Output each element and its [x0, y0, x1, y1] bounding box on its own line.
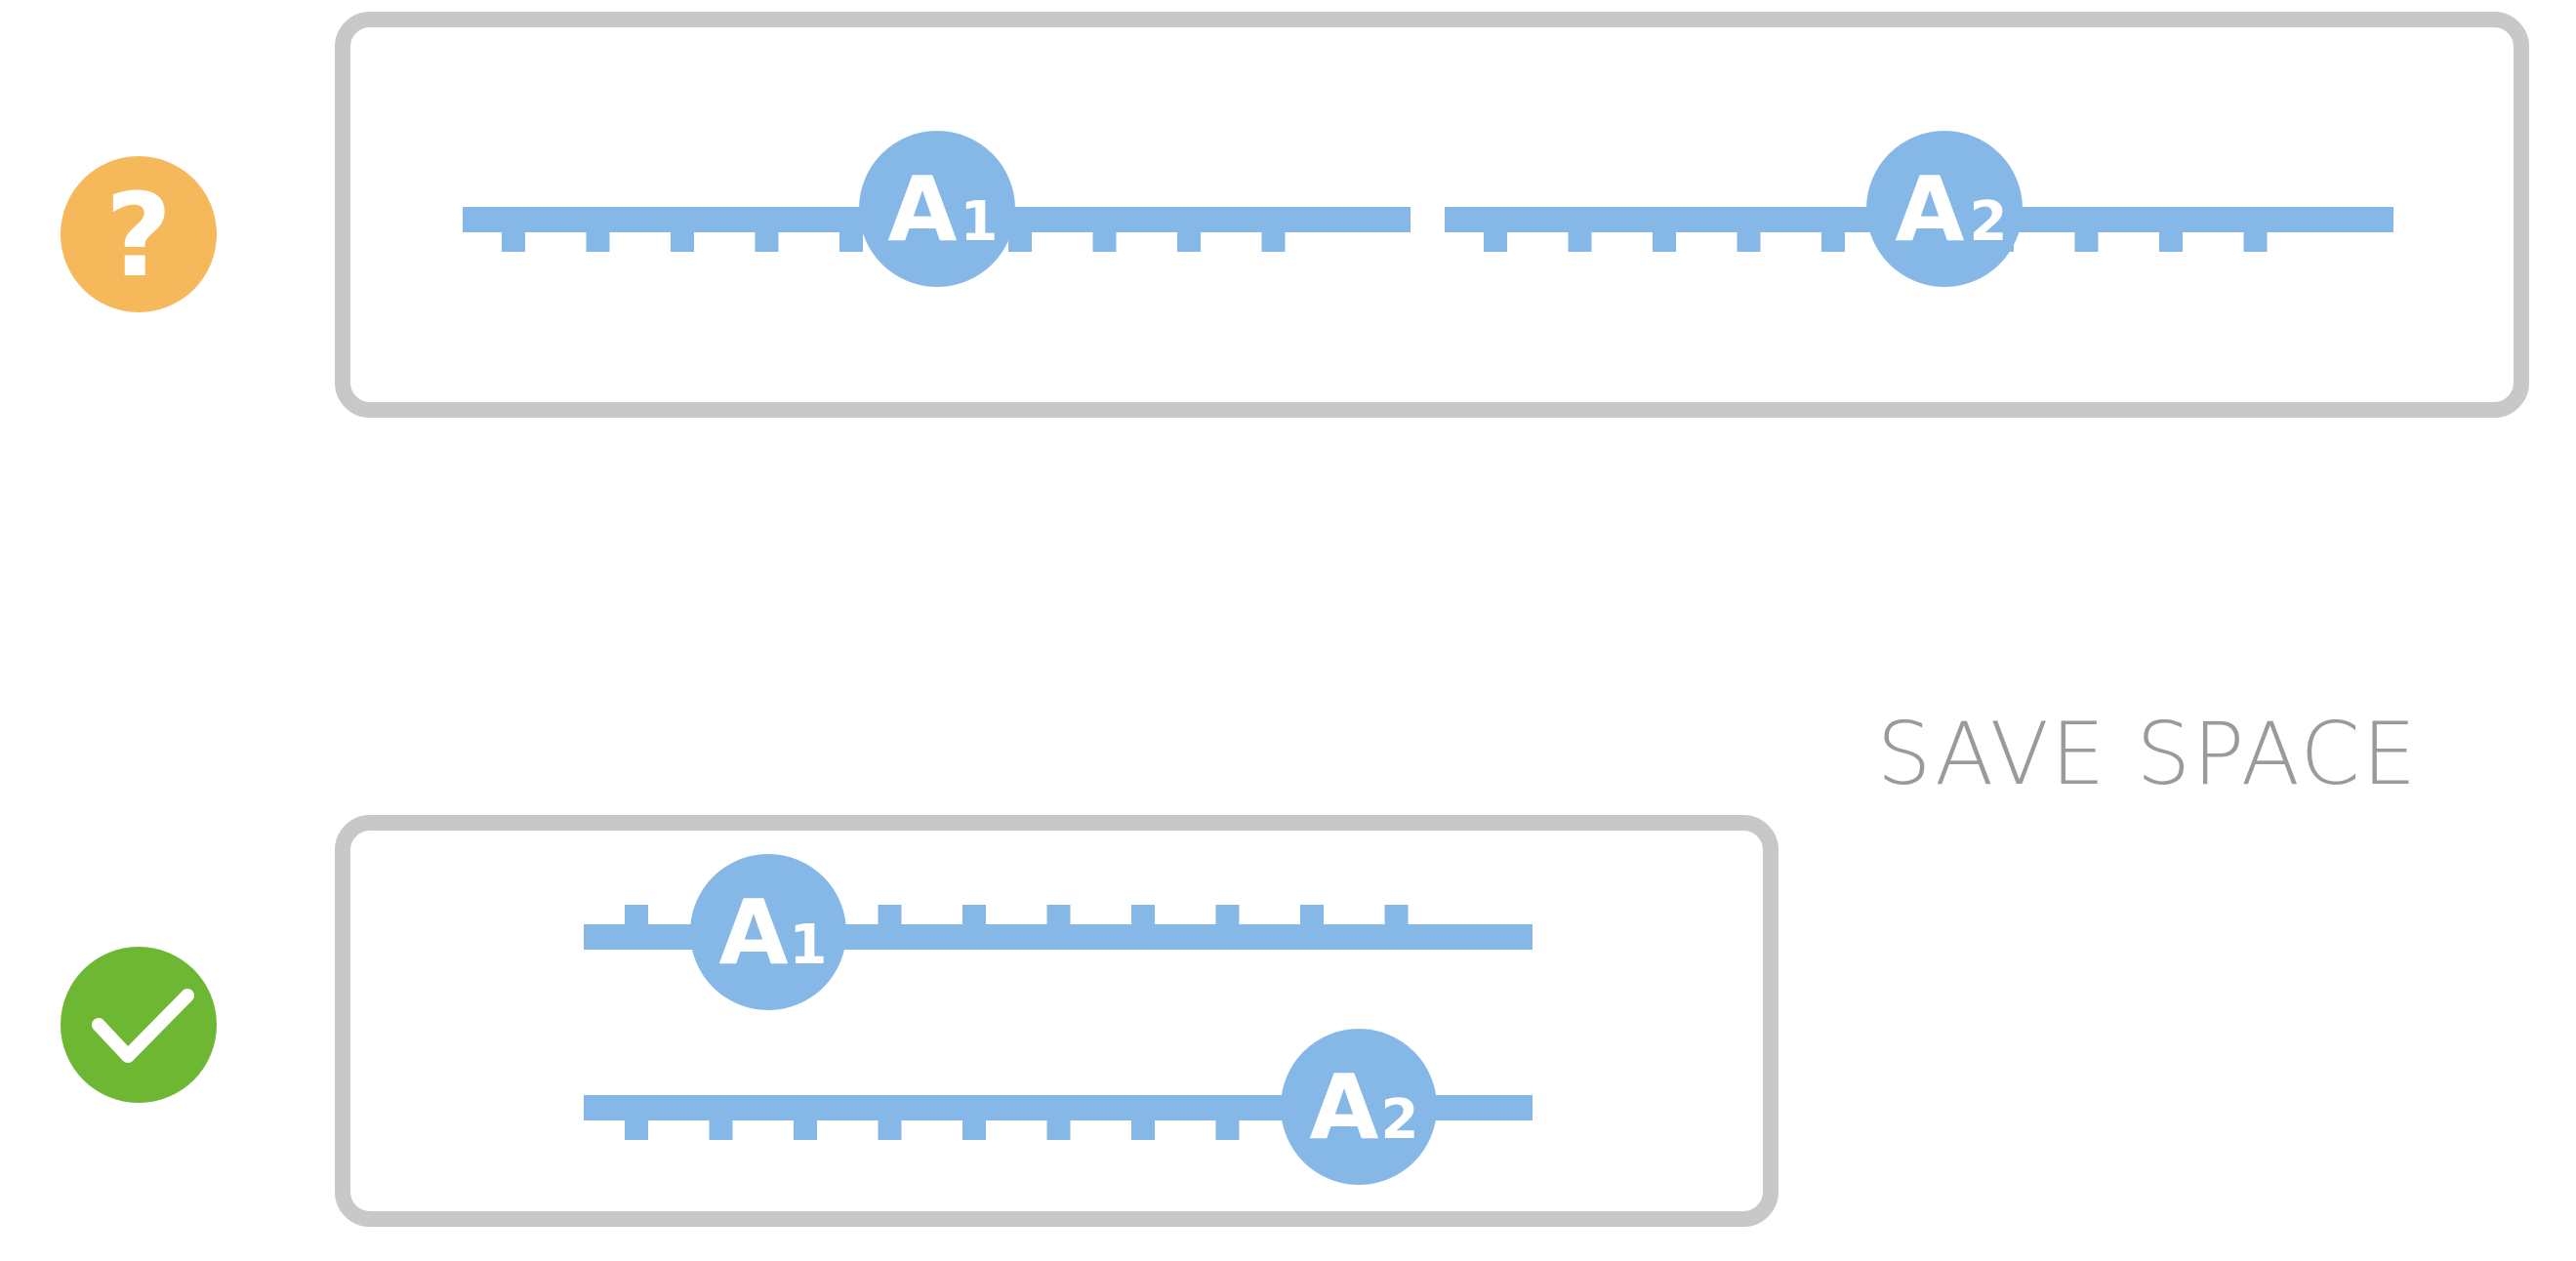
slider-thumb-subscript: 1	[790, 914, 828, 977]
slider-tick	[671, 232, 694, 252]
slider-a1-bottom: A 1	[584, 854, 1533, 1010]
slider-tick	[625, 1120, 648, 1140]
question-mark-icon: ?	[105, 168, 172, 303]
slider-tick	[625, 905, 648, 924]
slider-thumb-subscript: 2	[1970, 190, 2008, 254]
slider-a2-top: A 2	[1445, 131, 2393, 287]
slider-thumb-label: A	[887, 157, 957, 262]
slider-thumb-label: A	[718, 880, 788, 985]
slider-tick	[1384, 905, 1409, 924]
check-badge-circle	[61, 947, 217, 1103]
slider-ticks	[502, 232, 1286, 252]
slider-thumb: A 2	[1866, 131, 2023, 287]
slider-tick	[1568, 232, 1592, 252]
slider-thumb: A 1	[690, 854, 846, 1010]
example-side-by-side: ? A 1 A 2	[61, 12, 2529, 418]
slider-tick	[794, 1120, 817, 1140]
example-frame-bottom	[335, 815, 1779, 1227]
slider-thumb-circle	[1866, 131, 2023, 287]
slider-tick	[839, 232, 863, 252]
slider-tick	[1215, 905, 1240, 924]
slider-a2-bottom: A 2	[584, 1029, 1533, 1185]
slider-tick	[962, 1120, 986, 1140]
slider-tick	[1484, 232, 1507, 252]
slider-tick	[2243, 232, 2268, 252]
slider-tick	[878, 1120, 902, 1140]
slider-tick	[1046, 1120, 1071, 1140]
slider-thumb-subscript: 2	[1381, 1088, 1419, 1152]
checkmark-icon	[92, 989, 194, 1063]
slider-tick	[1653, 232, 1676, 252]
slider-ticks	[625, 905, 1409, 924]
save-space-caption: SAVE SPACE	[1877, 704, 2419, 804]
example-stacked: A 1 A 2	[61, 815, 1779, 1227]
slider-thumb: A 2	[1281, 1029, 1437, 1185]
slider-tick	[586, 232, 610, 252]
slider-tick	[1300, 905, 1324, 924]
slider-tick	[709, 1120, 733, 1140]
question-badge-circle	[61, 156, 217, 312]
slider-a1-top: A 1	[463, 131, 1411, 287]
slider-thumb-label: A	[1895, 157, 1964, 262]
slider-tick	[1261, 232, 1286, 252]
slider-tick	[1092, 232, 1117, 252]
slider-thumb-circle	[690, 854, 846, 1010]
slider-tick	[962, 905, 986, 924]
slider-tick	[878, 905, 902, 924]
check-badge	[61, 947, 217, 1103]
slider-tick	[1737, 232, 1761, 252]
slider-thumb-subscript: 1	[961, 190, 999, 254]
example-frame-top	[335, 12, 2529, 418]
slider-tick	[2074, 232, 2099, 252]
slider-thumb-label: A	[1309, 1055, 1378, 1159]
slider-thumb: A 1	[859, 131, 1015, 287]
slider-tick	[1008, 232, 1032, 252]
slider-tick	[755, 232, 779, 252]
slider-tick	[1046, 905, 1071, 924]
slider-tick	[2159, 232, 2183, 252]
slider-thumb-circle	[859, 131, 1015, 287]
slider-tick	[1177, 232, 1201, 252]
slider-tick	[1215, 1120, 1240, 1140]
slider-tick	[1131, 905, 1155, 924]
question-badge: ?	[61, 156, 217, 312]
slider-tick	[1131, 1120, 1155, 1140]
slider-tick	[502, 232, 525, 252]
slider-thumb-circle	[1281, 1029, 1437, 1185]
slider-tick	[1821, 232, 1845, 252]
